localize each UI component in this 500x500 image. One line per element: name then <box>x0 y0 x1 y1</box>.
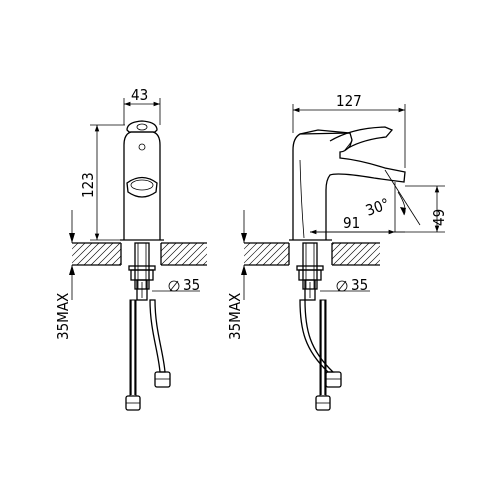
hatch-line <box>382 243 404 265</box>
hatch-line <box>360 245 380 265</box>
side-angle-label: 30° <box>363 195 392 220</box>
hatch-line <box>353 243 377 265</box>
hatch-line <box>374 259 380 265</box>
hatch-line <box>389 243 411 265</box>
hatch-line <box>262 243 286 265</box>
front-width-label: 43 <box>131 86 148 104</box>
front-countertop <box>42 242 232 266</box>
hatch-line <box>214 243 236 265</box>
hatch-line <box>72 243 79 250</box>
hatch-line <box>167 243 191 265</box>
hatch-line <box>181 243 205 265</box>
side-dimensions: 127 91 49 30° 35MAX 35 <box>226 92 448 340</box>
hatch-line <box>42 243 64 265</box>
hatch-line <box>83 243 107 265</box>
hatch-line <box>76 243 100 265</box>
hatch-line <box>160 243 184 265</box>
hatch-line <box>346 243 370 265</box>
hatch-line <box>248 243 272 265</box>
front-dimensions: 43 123 35MAX 35 <box>54 86 200 340</box>
front-hoses <box>125 299 171 411</box>
front-shank <box>128 242 156 301</box>
side-faucet-body <box>289 126 406 241</box>
hatch-line <box>97 243 121 265</box>
hatch-line <box>332 243 356 265</box>
front-max-label: 35MAX <box>54 293 72 340</box>
hatch-line <box>72 243 86 257</box>
hatch-line <box>221 243 243 265</box>
hatch-line <box>210 243 232 265</box>
hatch-line <box>339 243 363 265</box>
side-reach-label: 91 <box>343 214 360 232</box>
hatch-line <box>72 243 93 264</box>
hatch-line <box>244 243 258 257</box>
hatch-line <box>255 243 279 265</box>
hatch-line <box>244 243 265 264</box>
side-height-label: 49 <box>430 209 448 226</box>
side-view: 127 91 49 30° 35MAX 35 <box>214 92 448 411</box>
side-length-label: 127 <box>336 92 362 110</box>
side-hoses <box>299 299 342 411</box>
hatch-line <box>244 243 251 250</box>
hatch-line <box>367 252 380 265</box>
side-hole-label: 35 <box>351 276 368 294</box>
front-view: 43 123 35MAX 35 <box>42 86 232 411</box>
hatch-line <box>49 243 71 265</box>
front-height-label: 123 <box>79 172 97 198</box>
hatch-line <box>202 260 207 265</box>
front-hole-label: 35 <box>183 276 200 294</box>
hatch-line <box>269 243 293 265</box>
side-countertop <box>214 242 411 266</box>
front-faucet-body <box>120 120 164 241</box>
hatch-line <box>188 246 207 265</box>
hatch-line <box>90 243 114 265</box>
hatch-line <box>195 253 207 265</box>
hatch-line <box>174 243 198 265</box>
side-shank <box>296 242 324 301</box>
side-max-label: 35MAX <box>226 293 244 340</box>
